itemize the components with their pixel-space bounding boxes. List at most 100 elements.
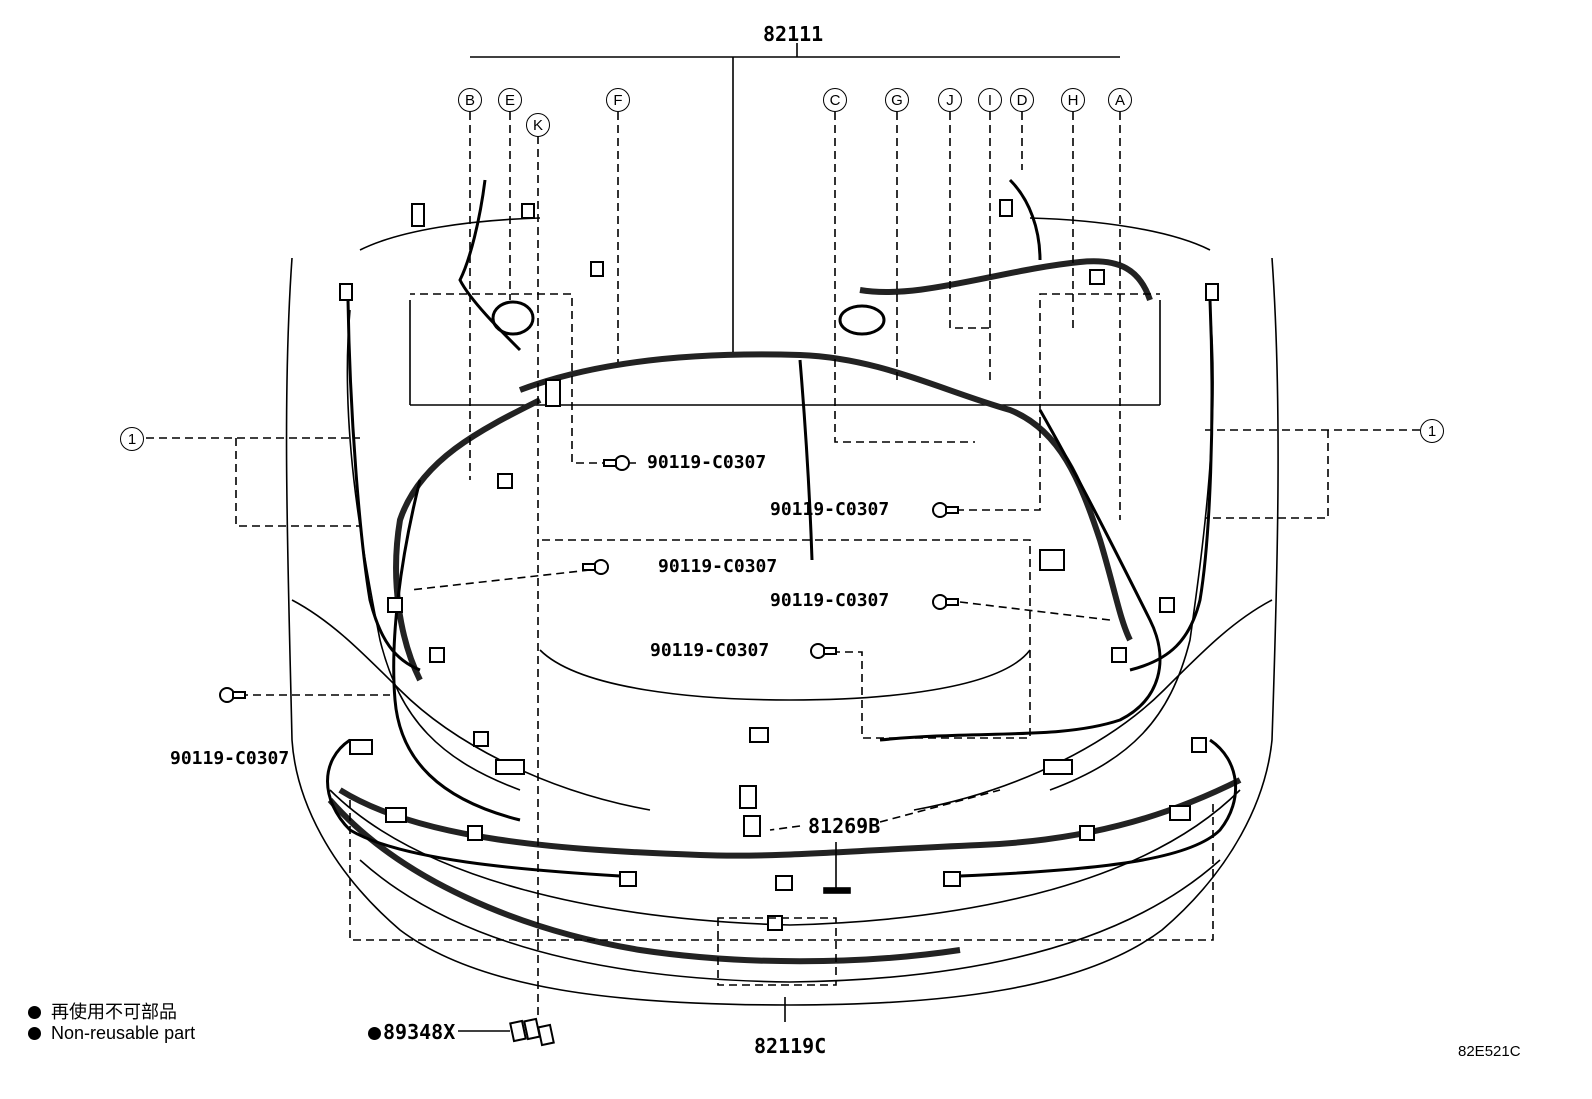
bolt-icon bbox=[932, 502, 959, 518]
connector bbox=[385, 807, 407, 823]
leader-C bbox=[834, 112, 975, 443]
engine-bay-left bbox=[346, 309, 521, 791]
connector bbox=[411, 203, 425, 227]
connector bbox=[1043, 759, 1073, 775]
bolt-label: 90119-C0307 bbox=[170, 748, 290, 769]
connector bbox=[775, 875, 793, 891]
legend-japanese: 再使用不可部品 bbox=[28, 998, 177, 1024]
harness-left-fender bbox=[346, 299, 421, 672]
inner-fender-left bbox=[359, 217, 541, 251]
connector bbox=[590, 261, 604, 277]
label-82119C: 82119C bbox=[754, 1034, 827, 1058]
connector bbox=[1079, 825, 1095, 841]
non-reusable-dot-icon bbox=[28, 1006, 41, 1019]
non-reusable-dot-icon bbox=[368, 1027, 381, 1040]
leader-J bbox=[949, 112, 990, 329]
harness-left-side bbox=[392, 479, 521, 822]
non-reusable-dot-icon bbox=[28, 1027, 41, 1040]
harness-top-left bbox=[458, 179, 522, 352]
leader-bolt-2 bbox=[956, 293, 1160, 511]
bolt-label: 90119-C0307 bbox=[770, 590, 890, 611]
leader-bolt-5 bbox=[540, 539, 1031, 739]
front-harness bbox=[338, 777, 1242, 859]
connector bbox=[743, 815, 761, 837]
diagram-code: 82E521C bbox=[1458, 1043, 1521, 1060]
connector bbox=[1159, 597, 1175, 613]
front-harness-lower bbox=[327, 798, 961, 965]
label-89348X: 89348X bbox=[368, 1020, 455, 1044]
inner-fender-right bbox=[1029, 217, 1211, 251]
callout-I: I bbox=[978, 88, 1002, 112]
leader-82119C-box bbox=[349, 800, 1214, 941]
leader-1-right bbox=[1205, 429, 1420, 519]
leader-1-left bbox=[146, 437, 360, 527]
connector bbox=[943, 871, 961, 887]
connector bbox=[1169, 805, 1191, 821]
clamp-81269B bbox=[823, 887, 851, 894]
connector bbox=[495, 759, 525, 775]
callout-C: C bbox=[823, 88, 847, 112]
leader-bolt-4 bbox=[959, 601, 1111, 621]
connector bbox=[749, 727, 769, 743]
connector bbox=[429, 647, 445, 663]
connector bbox=[1089, 269, 1105, 285]
grille-upper bbox=[539, 649, 1031, 701]
bumper-lower bbox=[359, 859, 1221, 983]
callout-K: K bbox=[526, 113, 550, 137]
connector bbox=[349, 739, 373, 755]
callout-E: E bbox=[498, 88, 522, 112]
harness-front-left bbox=[326, 738, 621, 878]
harness-right-fender bbox=[1129, 299, 1214, 672]
bolt-icon bbox=[932, 594, 959, 610]
connector bbox=[1111, 647, 1127, 663]
callout-A: A bbox=[1108, 88, 1132, 112]
connector bbox=[1191, 737, 1207, 753]
harness-right-top bbox=[859, 258, 1153, 302]
callout-G: G bbox=[885, 88, 909, 112]
connector bbox=[1205, 283, 1219, 301]
bolt-label: 90119-C0307 bbox=[650, 640, 770, 661]
bolt-label: 90119-C0307 bbox=[658, 556, 778, 577]
legend-english: Non-reusable part bbox=[28, 1023, 195, 1044]
bolt-icon bbox=[219, 687, 246, 703]
bolt-icon bbox=[810, 643, 837, 659]
harness-center-drop bbox=[798, 359, 814, 561]
body-outline-right bbox=[789, 257, 1279, 1006]
connector bbox=[619, 871, 637, 887]
grommet-right bbox=[838, 304, 886, 336]
body-outline-left bbox=[285, 257, 791, 1006]
connector bbox=[497, 473, 513, 489]
connector bbox=[767, 915, 783, 931]
harness-top-right bbox=[1008, 178, 1042, 261]
harness-right-side bbox=[879, 409, 1162, 742]
connector bbox=[473, 731, 489, 747]
leader-bolt-3 bbox=[409, 569, 591, 591]
callout-J: J bbox=[938, 88, 962, 112]
legend-japanese-text: 再使用不可部品 bbox=[51, 1002, 177, 1022]
label-89348X-text: 89348X bbox=[383, 1020, 456, 1044]
leader-89348X-box bbox=[717, 917, 837, 986]
connector bbox=[387, 597, 403, 613]
legend-english-text: Non-reusable part bbox=[51, 1023, 196, 1043]
callout-F: F bbox=[606, 88, 630, 112]
callout-1-right: 1 bbox=[1420, 419, 1444, 443]
label-81269B: 81269B bbox=[808, 814, 881, 838]
hood-inner-left bbox=[291, 599, 651, 811]
connector bbox=[467, 825, 483, 841]
bolt-icon bbox=[582, 559, 609, 575]
harness-front-right bbox=[959, 738, 1238, 878]
callout-B: B bbox=[458, 88, 482, 112]
connector bbox=[545, 379, 561, 407]
hood-inner-right bbox=[913, 599, 1273, 811]
leader-81269B bbox=[769, 789, 1001, 831]
harness-left-branch bbox=[393, 397, 542, 682]
callout-D: D bbox=[1010, 88, 1034, 112]
main-harness bbox=[518, 351, 1133, 642]
connector bbox=[999, 199, 1013, 217]
label-82111: 82111 bbox=[763, 22, 824, 46]
connector bbox=[521, 203, 535, 219]
grommet-left bbox=[491, 300, 535, 336]
bolt-icon bbox=[603, 455, 630, 471]
bolt-label: 90119-C0307 bbox=[770, 499, 890, 520]
